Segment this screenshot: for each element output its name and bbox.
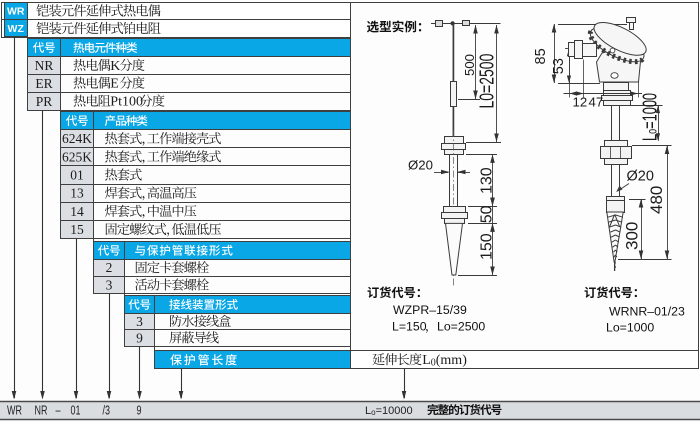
- svg-text:E: E: [110, 77, 119, 92]
- svg-text:480: 480: [647, 186, 666, 214]
- svg-text:L0(mm): L0(mm): [422, 353, 467, 369]
- svg-text:13: 13: [70, 186, 84, 201]
- svg-text:9: 9: [137, 404, 142, 418]
- svg-text:14: 14: [70, 204, 84, 219]
- svg-text:9: 9: [136, 330, 143, 345]
- svg-text:01: 01: [71, 404, 81, 418]
- svg-text:3: 3: [136, 314, 143, 329]
- svg-text:50: 50: [479, 205, 496, 223]
- svg-text:L0=2500: L0=2500: [475, 54, 498, 109]
- svg-text:Lo=2500: Lo=2500: [437, 320, 485, 334]
- svg-text:130: 130: [479, 167, 496, 194]
- svg-text:150: 150: [479, 233, 496, 260]
- svg-text:625K: 625K: [62, 149, 92, 164]
- svg-text:NR: NR: [35, 58, 54, 73]
- svg-text:WR: WR: [7, 6, 25, 18]
- svg-text:3: 3: [106, 277, 113, 292]
- svg-text:624K: 624K: [62, 131, 92, 146]
- svg-text:47: 47: [589, 95, 604, 110]
- svg-text:WR: WR: [7, 404, 22, 418]
- svg-text:53: 53: [551, 58, 567, 74]
- svg-text:K: K: [110, 59, 120, 74]
- svg-text:PR: PR: [36, 94, 53, 109]
- svg-text:ER: ER: [35, 76, 52, 91]
- svg-text:85: 85: [533, 48, 549, 64]
- svg-text:Ø20: Ø20: [627, 169, 654, 185]
- svg-text:/3: /3: [103, 404, 110, 418]
- svg-text:2: 2: [106, 260, 113, 275]
- svg-text:01: 01: [70, 168, 84, 183]
- svg-text:WRNR–01/23: WRNR–01/23: [609, 305, 685, 319]
- svg-text:Pt100: Pt100: [110, 95, 143, 110]
- svg-text:Lo=1000: Lo=1000: [606, 321, 654, 335]
- svg-text:L=150: L=150: [392, 320, 427, 334]
- svg-text:WZ: WZ: [8, 23, 25, 35]
- svg-text:–: –: [56, 404, 62, 418]
- svg-text:300: 300: [623, 222, 642, 250]
- svg-text:Ø20: Ø20: [408, 158, 433, 173]
- svg-text:12: 12: [573, 95, 588, 110]
- svg-text:NR: NR: [35, 404, 48, 418]
- svg-text:15: 15: [70, 222, 84, 237]
- svg-text:WZPR–15/39: WZPR–15/39: [393, 303, 467, 317]
